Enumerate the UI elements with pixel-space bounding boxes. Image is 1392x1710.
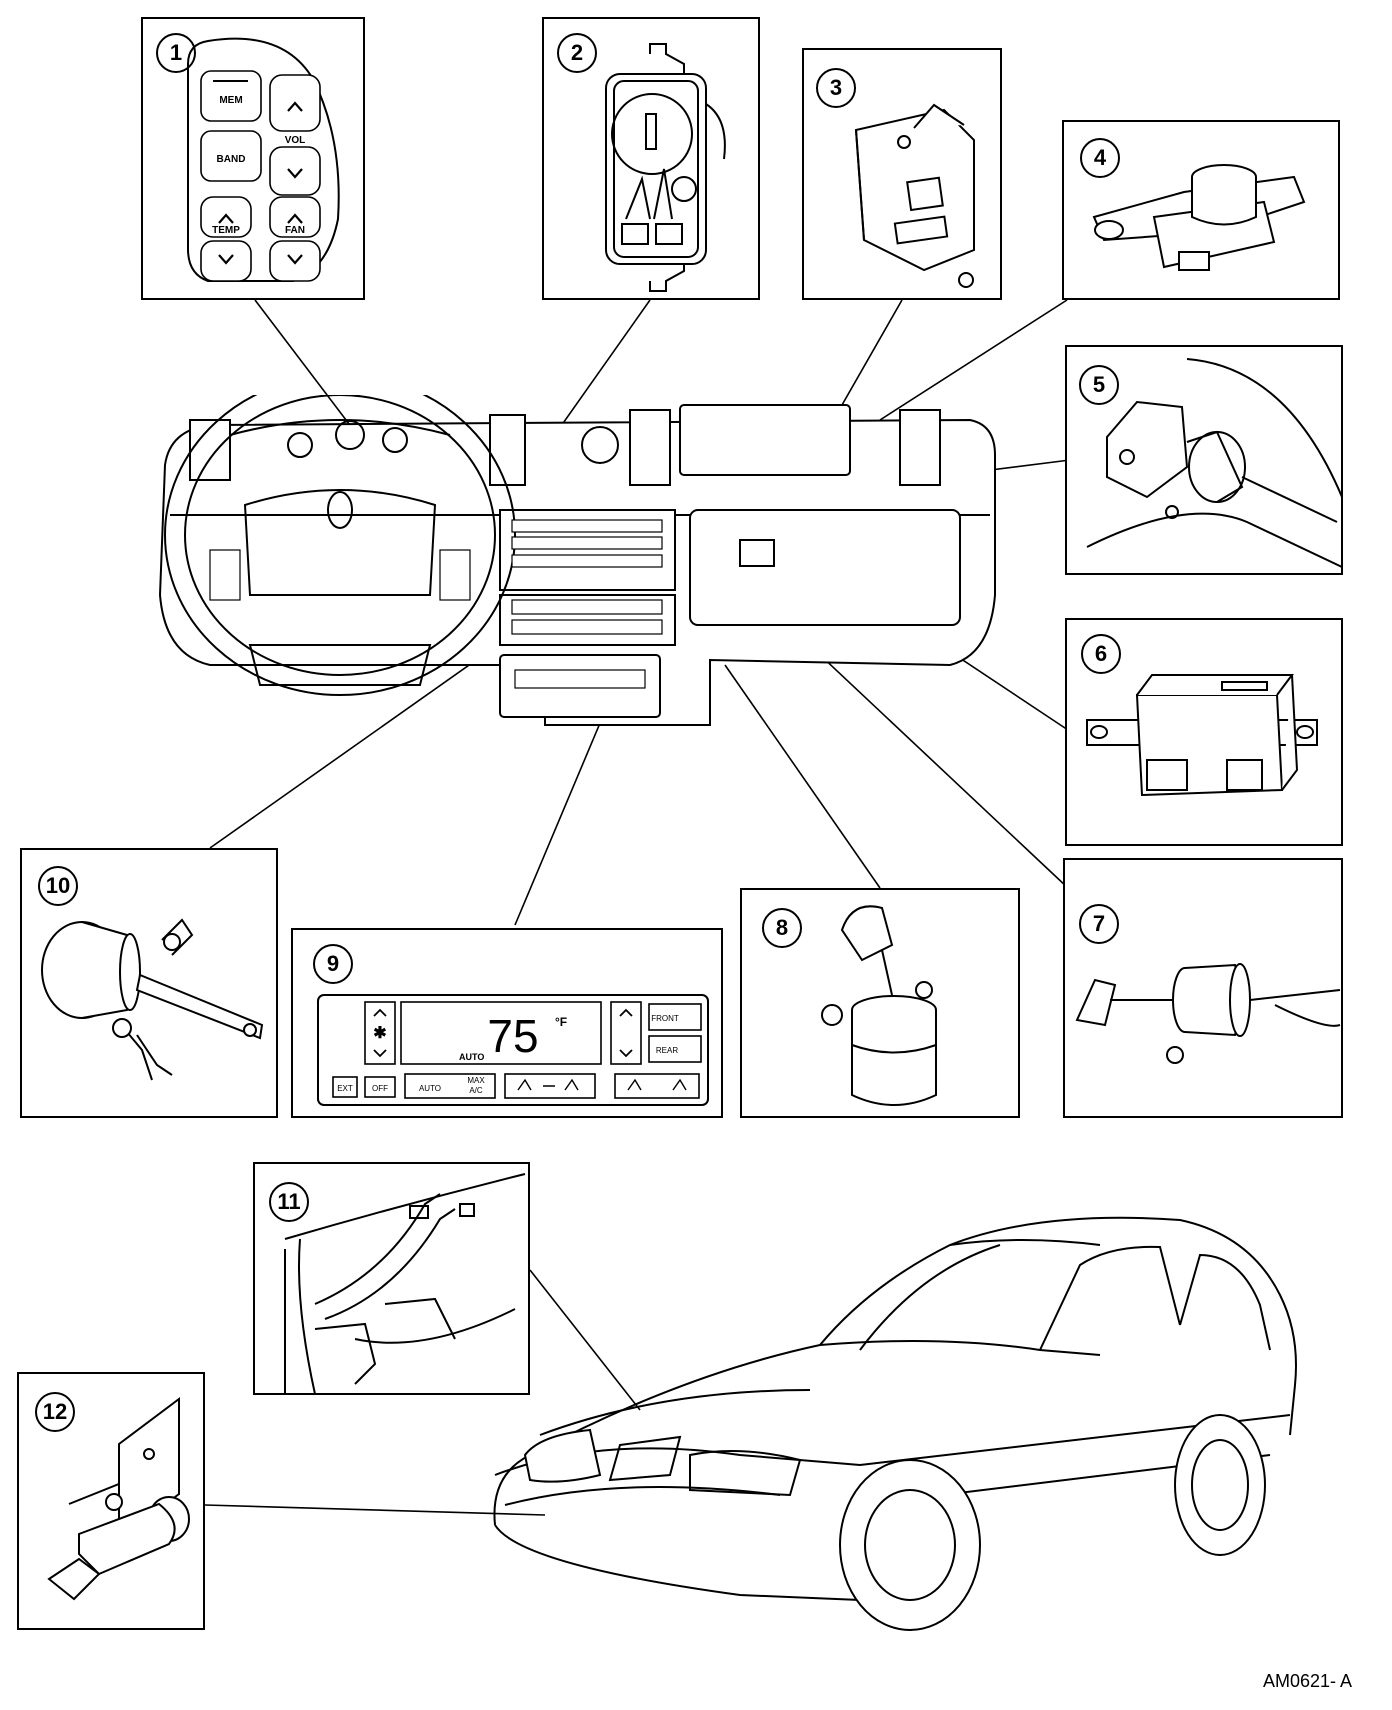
panel-vacuum-motor-8: 8 <box>740 888 1020 1118</box>
steering-control-pad: MEM BAND VOL TEMP FAN <box>187 37 340 282</box>
callout-12: 12 <box>35 1392 75 1432</box>
engine-compartment-drawing <box>284 1173 526 1395</box>
module-6-drawing <box>1086 674 1318 797</box>
callout-2: 2 <box>557 33 597 73</box>
fan-icon: ✱ <box>373 1025 386 1042</box>
callout-10: 10 <box>38 866 78 906</box>
vacuum-motor-7-drawing <box>1075 963 1341 1064</box>
vehicle-drawing <box>493 1216 1297 1631</box>
figure-code: AM0621- A <box>1262 1671 1352 1691</box>
off-button-label: OFF <box>372 1084 388 1093</box>
actuator-5-drawing <box>1086 358 1343 568</box>
auto-indicator: AUTO <box>459 1052 484 1062</box>
panel-steering-controls: 1 MEM BAND VOL TEMP FAN <box>141 17 365 300</box>
callout-11: 11 <box>269 1182 309 1222</box>
rear-defrost-button-label: REAR <box>656 1046 678 1055</box>
actuator-drawing <box>854 103 975 288</box>
climate-control-panel: ✱ 75 °F AUTO FRONT REAR EXT OFF AUTO MAX… <box>317 994 709 1106</box>
callout-3: 3 <box>816 68 856 108</box>
front-defrost-button-label: FRONT <box>651 1014 679 1023</box>
panel-actuator: 3 <box>802 48 1002 300</box>
callout-9: 9 <box>313 944 353 984</box>
vacuum-motor-10-drawing <box>41 918 264 1081</box>
fan-label: FAN <box>285 225 305 236</box>
vol-label: VOL <box>285 135 306 146</box>
band-label: BAND <box>217 154 246 165</box>
temp-label: TEMP <box>212 225 240 236</box>
panel-climate-control: 9 ✱ 75 °F AUTO FRONT REAR EXT OFF AUTO <box>291 928 723 1118</box>
temperature-readout: 75 <box>487 1010 538 1062</box>
mem-label: MEM <box>219 95 242 106</box>
panel-sensor-4: 4 <box>1062 120 1340 300</box>
sensor-drawing <box>605 43 726 292</box>
panel-sunload-sensor: 2 <box>542 17 760 300</box>
panel-ambient-sensor: 12 <box>17 1372 205 1630</box>
temperature-unit: °F <box>555 1015 567 1029</box>
panel-engine-compartment: 11 <box>253 1162 530 1395</box>
panel-vacuum-motor-10: 10 <box>20 848 278 1118</box>
callout-7: 7 <box>1079 904 1119 944</box>
instrument-panel-drawing <box>158 395 996 726</box>
auto-button-label: AUTO <box>419 1084 441 1093</box>
callout-5: 5 <box>1079 365 1119 405</box>
callout-1: 1 <box>156 33 196 73</box>
callout-8: 8 <box>762 908 802 948</box>
panel-actuator-5: 5 <box>1065 345 1343 575</box>
panel-vacuum-motor-7: 7 <box>1063 858 1343 1118</box>
ambient-sensor-drawing <box>47 1397 190 1601</box>
sensor-4-drawing <box>1092 164 1306 271</box>
ext-button-label: EXT <box>337 1084 353 1093</box>
panel-module-6: 6 <box>1065 618 1343 846</box>
vacuum-motor-8-drawing <box>821 905 937 1106</box>
callout-4: 4 <box>1080 138 1120 178</box>
callout-6: 6 <box>1081 634 1121 674</box>
